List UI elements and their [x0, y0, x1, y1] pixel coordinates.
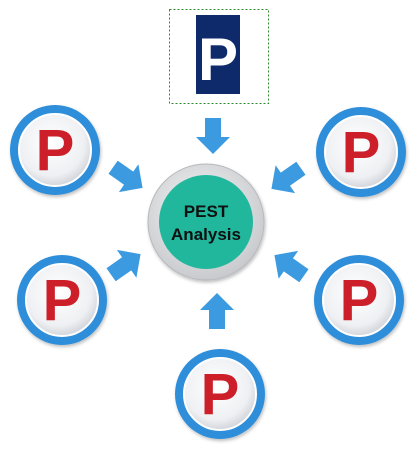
node-letter-icon: P: [43, 268, 82, 333]
center-node[interactable]: PEST Analysis: [147, 163, 265, 281]
arrow-bottom-icon: [200, 293, 234, 329]
arrows: [106, 118, 309, 329]
arrow-right-lower-icon: [274, 250, 309, 283]
node-left-lower[interactable]: P: [17, 255, 107, 345]
node-face: [183, 357, 257, 431]
arrow-top-icon: [196, 118, 230, 154]
center-disc: [159, 175, 253, 269]
node-right-upper[interactable]: P: [316, 107, 406, 197]
arrow-left-upper-icon: [108, 160, 143, 193]
parking-sign-icon: [196, 15, 240, 94]
node-face: [322, 263, 396, 337]
outer-nodes: P P P P P: [10, 105, 406, 439]
arrow-right-upper-icon: [271, 161, 306, 194]
node-left-upper[interactable]: P: [10, 105, 100, 195]
node-bottom[interactable]: P: [175, 349, 265, 439]
top-sign[interactable]: P: [169, 9, 269, 104]
node-face: [18, 113, 92, 187]
node-letter-icon: P: [342, 120, 381, 185]
center-title-line2: Analysis: [171, 225, 241, 244]
node-letter-icon: P: [340, 268, 379, 333]
selection-border: [169, 9, 269, 104]
node-letter-icon: P: [36, 118, 75, 183]
arrow-left-lower-icon: [106, 249, 141, 282]
node-letter-icon: P: [201, 362, 240, 427]
node-face: [25, 263, 99, 337]
top-sign-letter: P: [198, 26, 238, 93]
center-title-line1: PEST: [184, 202, 229, 221]
node-face: [324, 115, 398, 189]
node-right-lower[interactable]: P: [314, 255, 404, 345]
